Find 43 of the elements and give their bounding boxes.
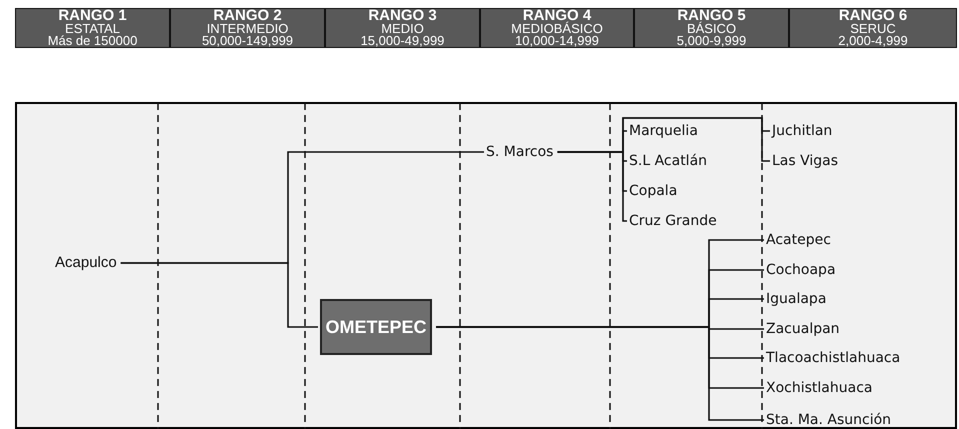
rank-header-panel [170,8,325,48]
place-name: Igualapa [766,290,826,308]
place-name: Cochoapa [766,261,836,279]
population-range: 15,000-49,999 [360,35,444,48]
place-name: Juchitlan [772,122,832,140]
place-name: Xochistlahuaca [766,379,872,397]
rank-name: INTERMEDIO [206,22,288,35]
place-name: Marquelia [629,122,698,140]
connector-line [436,326,764,421]
place-name: Sta. Ma. Asunción [766,411,892,429]
population-range: 10,000-14,999 [515,35,599,48]
rank-title: RANGO 5 [677,10,746,22]
place-name: Las Vigas [772,152,838,170]
rank-title: RANGO 3 [368,10,437,22]
rank-header-panel [325,8,480,48]
population-range: Más de 150000 [48,35,138,48]
rank-name: BÁSICO [686,22,736,35]
rank-title: RANGO 6 [838,10,908,22]
place-name: Cruz Grande [629,212,717,230]
rank-name: ESTATAL [65,22,120,35]
population-range: 2,000-4,999 [838,35,908,48]
connector-line [120,262,318,328]
rank-title: RANGO 2 [213,10,282,22]
place-name: Acatepec [766,231,831,249]
place-name: S.L Acatlán [629,152,708,170]
place-name: Copala [629,182,678,200]
place-name: Acapulco [55,254,117,272]
rank-name: MEDIOBÁSICO [511,22,603,35]
place-name: Zacualpan [766,320,840,338]
population-range: 50,000-149,999 [202,35,294,48]
rank-title: RANGO 1 [58,10,127,22]
population-range: 5,000-9,999 [676,35,746,48]
rank-name: SERUC [850,22,896,35]
rank-header-panel [634,8,789,48]
rank-header-panel [789,8,957,48]
place-name: Tlacoachistlahuaca [766,349,900,367]
rank-header-panel [480,8,634,48]
rank-name: MEDIO [381,22,424,35]
rank-header-panel [15,8,170,48]
municipality-box: OMETEPEC [320,299,432,355]
connector-line [557,117,770,162]
place-name: S. Marcos [486,143,554,161]
rank-title: RANGO 4 [522,10,592,22]
